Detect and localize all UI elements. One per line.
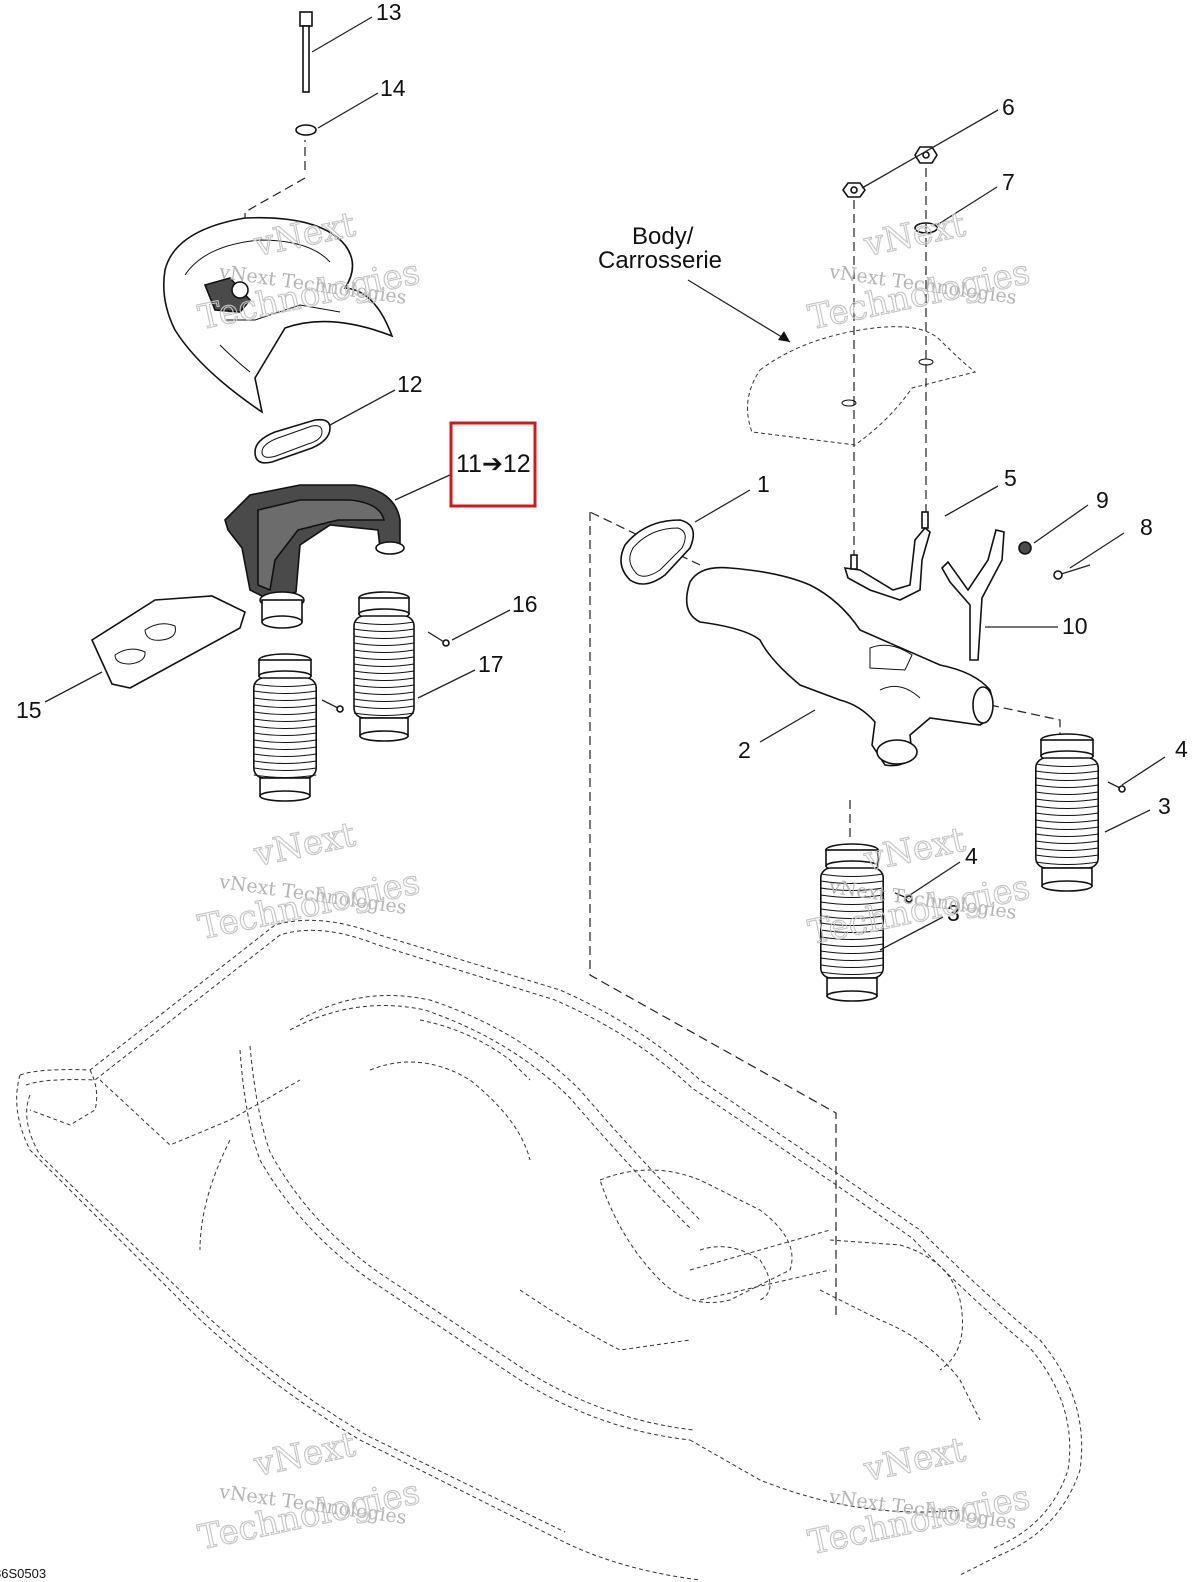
callout-9: 9 xyxy=(1096,487,1109,513)
air-box-11 xyxy=(224,484,405,629)
screw-16 xyxy=(427,631,450,647)
gasket-12 xyxy=(254,418,331,464)
hull-outline xyxy=(16,919,1083,1581)
bellows-3-right xyxy=(1035,733,1100,892)
watermark-line1: vNext xyxy=(860,1430,969,1491)
callout-5: 5 xyxy=(1004,465,1017,491)
screw-4-right xyxy=(1107,781,1126,793)
washer-9 xyxy=(1018,541,1032,555)
nut-6a xyxy=(842,182,866,198)
body-panel xyxy=(747,326,977,446)
intake-duct-2 xyxy=(685,566,994,767)
bolt-13 xyxy=(299,11,313,93)
plate-15 xyxy=(90,595,246,689)
callout-15: 15 xyxy=(16,697,42,723)
callout-13: 13 xyxy=(376,0,402,25)
callout-10: 10 xyxy=(1062,613,1088,639)
callout-4-right: 4 xyxy=(1175,736,1188,762)
screw-16b xyxy=(321,699,344,713)
watermark-line1: vNext xyxy=(860,205,969,266)
gasket-1 xyxy=(620,519,695,585)
leader-lines xyxy=(44,16,1166,951)
callout-1: 1 xyxy=(757,471,770,497)
callout-2: 2 xyxy=(738,737,751,763)
callout-3-right: 3 xyxy=(1158,793,1171,819)
body-label-line1: Body/ xyxy=(632,223,694,250)
bellows-left-lower xyxy=(253,653,318,802)
callout-14: 14 xyxy=(380,75,406,101)
screw-4-center xyxy=(894,892,913,903)
rivet-8 xyxy=(1053,564,1091,580)
callout-4-center: 4 xyxy=(965,843,978,869)
callout-17: 17 xyxy=(478,651,504,677)
diagram-code: 86S0503 xyxy=(0,1566,46,1581)
callout-6: 6 xyxy=(1002,94,1015,120)
cover-assembly xyxy=(162,216,394,414)
bellows-17 xyxy=(353,591,415,742)
bellows-3-center xyxy=(819,843,884,1002)
callout-7: 7 xyxy=(1002,169,1015,195)
callout-numbers: 13 14 12 16 17 15 6 7 5 9 8 10 1 2 4 3 4… xyxy=(16,0,1188,926)
washer-14 xyxy=(295,124,317,136)
callout-8: 8 xyxy=(1140,514,1153,540)
bracket-5 xyxy=(843,511,931,601)
watermark-line1: vNext xyxy=(250,815,359,876)
callout-12: 12 xyxy=(397,371,423,397)
highlight-box: 11➔12 xyxy=(449,421,537,508)
highlight-text: 11➔12 xyxy=(456,450,531,478)
callout-3-center: 3 xyxy=(947,900,960,926)
bracket-10 xyxy=(941,529,1005,661)
watermark-line1: vNext xyxy=(250,1425,359,1486)
callout-16: 16 xyxy=(512,591,538,617)
body-label-line2: Carrosserie xyxy=(598,247,722,274)
watermark-line1: vNext xyxy=(860,820,969,881)
nut-6b xyxy=(914,146,938,164)
assembly-dash-left xyxy=(589,512,837,1318)
